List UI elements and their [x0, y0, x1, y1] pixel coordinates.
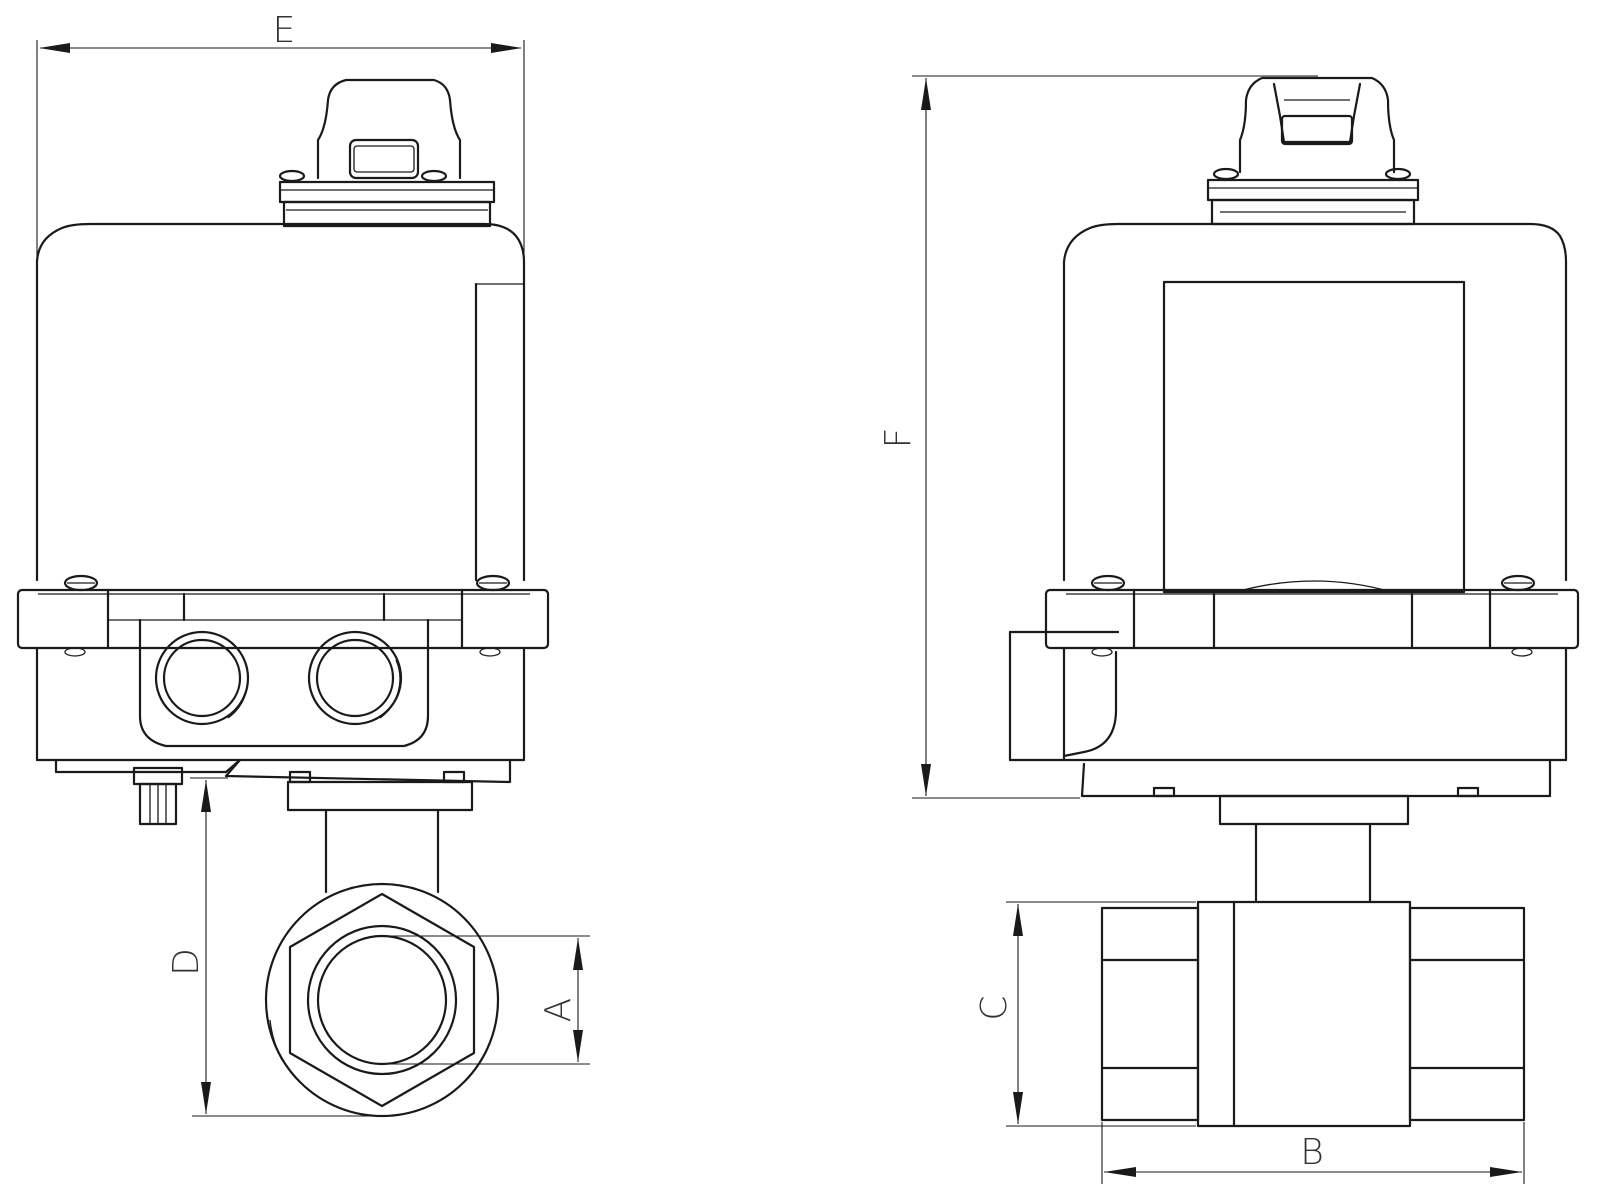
stem-bracket-left	[286, 780, 474, 894]
manual-override-cap-right	[1206, 76, 1420, 226]
actuator-housing-right	[1062, 222, 1568, 594]
valve-body-right	[1100, 900, 1526, 1128]
stem-bracket-right	[1218, 794, 1410, 904]
cable-gland-2	[307, 630, 403, 726]
nameplate-area	[1162, 280, 1466, 594]
label-b: B	[1300, 1132, 1324, 1173]
dimension-c	[1006, 901, 1196, 1127]
dimension-b	[1101, 1122, 1525, 1184]
valve-end-left	[264, 882, 500, 1118]
dimension-a	[382, 935, 590, 1065]
right-view	[912, 75, 1580, 1184]
manual-override-cap-left	[278, 78, 496, 228]
dimension-e	[36, 40, 525, 258]
flange-right	[1044, 588, 1580, 657]
label-c: C	[974, 995, 1015, 1020]
left-view	[16, 40, 590, 1118]
label-e: E	[273, 10, 296, 51]
label-f: F	[878, 428, 919, 449]
lower-body-left	[35, 618, 526, 826]
dimension-f	[912, 75, 1318, 799]
label-d: D	[166, 948, 207, 976]
label-a: A	[538, 998, 579, 1023]
cable-gland-1	[154, 630, 250, 726]
flange-left	[16, 588, 550, 657]
actuator-housing-left	[35, 222, 526, 592]
dimension-d	[190, 777, 382, 1117]
lower-body-right	[1008, 630, 1568, 798]
